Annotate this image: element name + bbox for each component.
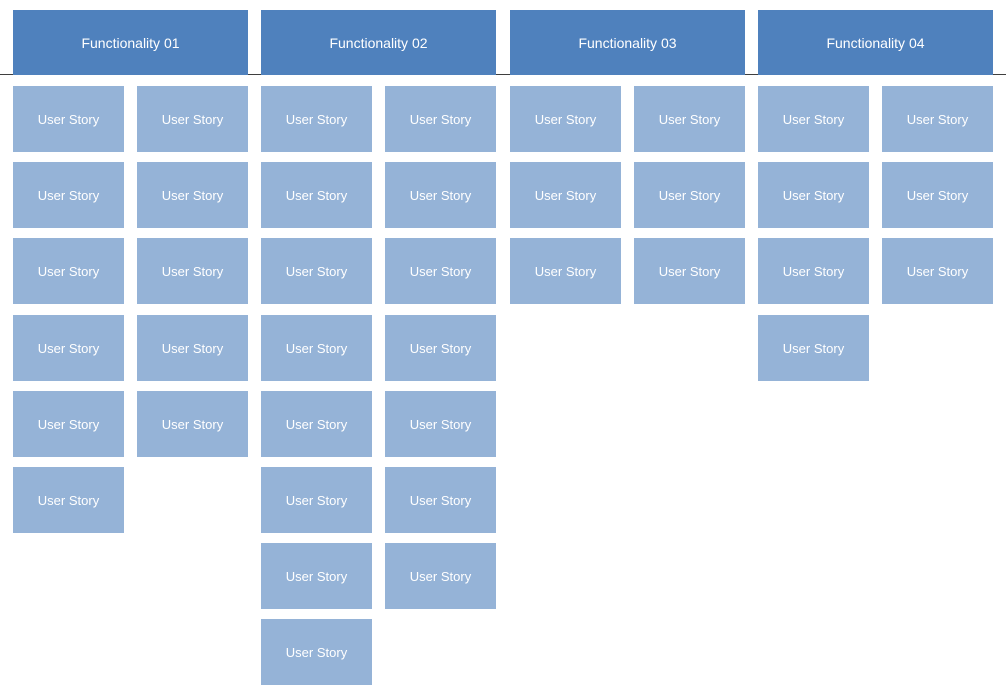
user-story-card: User Story bbox=[882, 86, 993, 152]
user-story-card: User Story bbox=[758, 238, 869, 304]
user-story-card: User Story bbox=[13, 315, 124, 381]
user-story-card: User Story bbox=[261, 315, 372, 381]
user-story-card: User Story bbox=[882, 238, 993, 304]
user-story-card: User Story bbox=[261, 619, 372, 685]
user-story-card: User Story bbox=[261, 543, 372, 609]
user-story-card: User Story bbox=[385, 543, 496, 609]
user-story-card: User Story bbox=[13, 238, 124, 304]
user-story-card: User Story bbox=[261, 86, 372, 152]
user-story-card: User Story bbox=[510, 238, 621, 304]
user-story-card: User Story bbox=[634, 162, 745, 228]
user-story-card: User Story bbox=[385, 467, 496, 533]
user-story-card: User Story bbox=[510, 86, 621, 152]
user-story-card: User Story bbox=[758, 315, 869, 381]
user-story-card: User Story bbox=[13, 391, 124, 457]
user-story-card: User Story bbox=[261, 238, 372, 304]
functionality-03-header: Functionality 03 bbox=[510, 10, 745, 75]
user-story-card: User Story bbox=[882, 162, 993, 228]
user-story-card: User Story bbox=[137, 391, 248, 457]
user-story-card: User Story bbox=[385, 162, 496, 228]
user-story-card: User Story bbox=[261, 162, 372, 228]
functionality-01-header: Functionality 01 bbox=[13, 10, 248, 75]
user-story-card: User Story bbox=[261, 391, 372, 457]
user-story-card: User Story bbox=[385, 315, 496, 381]
user-story-card: User Story bbox=[385, 391, 496, 457]
user-story-card: User Story bbox=[13, 86, 124, 152]
user-story-card: User Story bbox=[137, 238, 248, 304]
user-story-card: User Story bbox=[510, 162, 621, 228]
user-story-card: User Story bbox=[634, 238, 745, 304]
user-story-card: User Story bbox=[13, 467, 124, 533]
user-story-card: User Story bbox=[261, 467, 372, 533]
functionality-02-header: Functionality 02 bbox=[261, 10, 496, 75]
user-story-card: User Story bbox=[13, 162, 124, 228]
user-story-card: User Story bbox=[137, 86, 248, 152]
user-story-card: User Story bbox=[385, 238, 496, 304]
user-story-card: User Story bbox=[137, 315, 248, 381]
user-story-card: User Story bbox=[137, 162, 248, 228]
user-story-card: User Story bbox=[758, 162, 869, 228]
user-story-card: User Story bbox=[385, 86, 496, 152]
header-divider-line bbox=[0, 74, 1006, 75]
functionality-04-header: Functionality 04 bbox=[758, 10, 993, 75]
user-story-card: User Story bbox=[758, 86, 869, 152]
user-story-card: User Story bbox=[634, 86, 745, 152]
